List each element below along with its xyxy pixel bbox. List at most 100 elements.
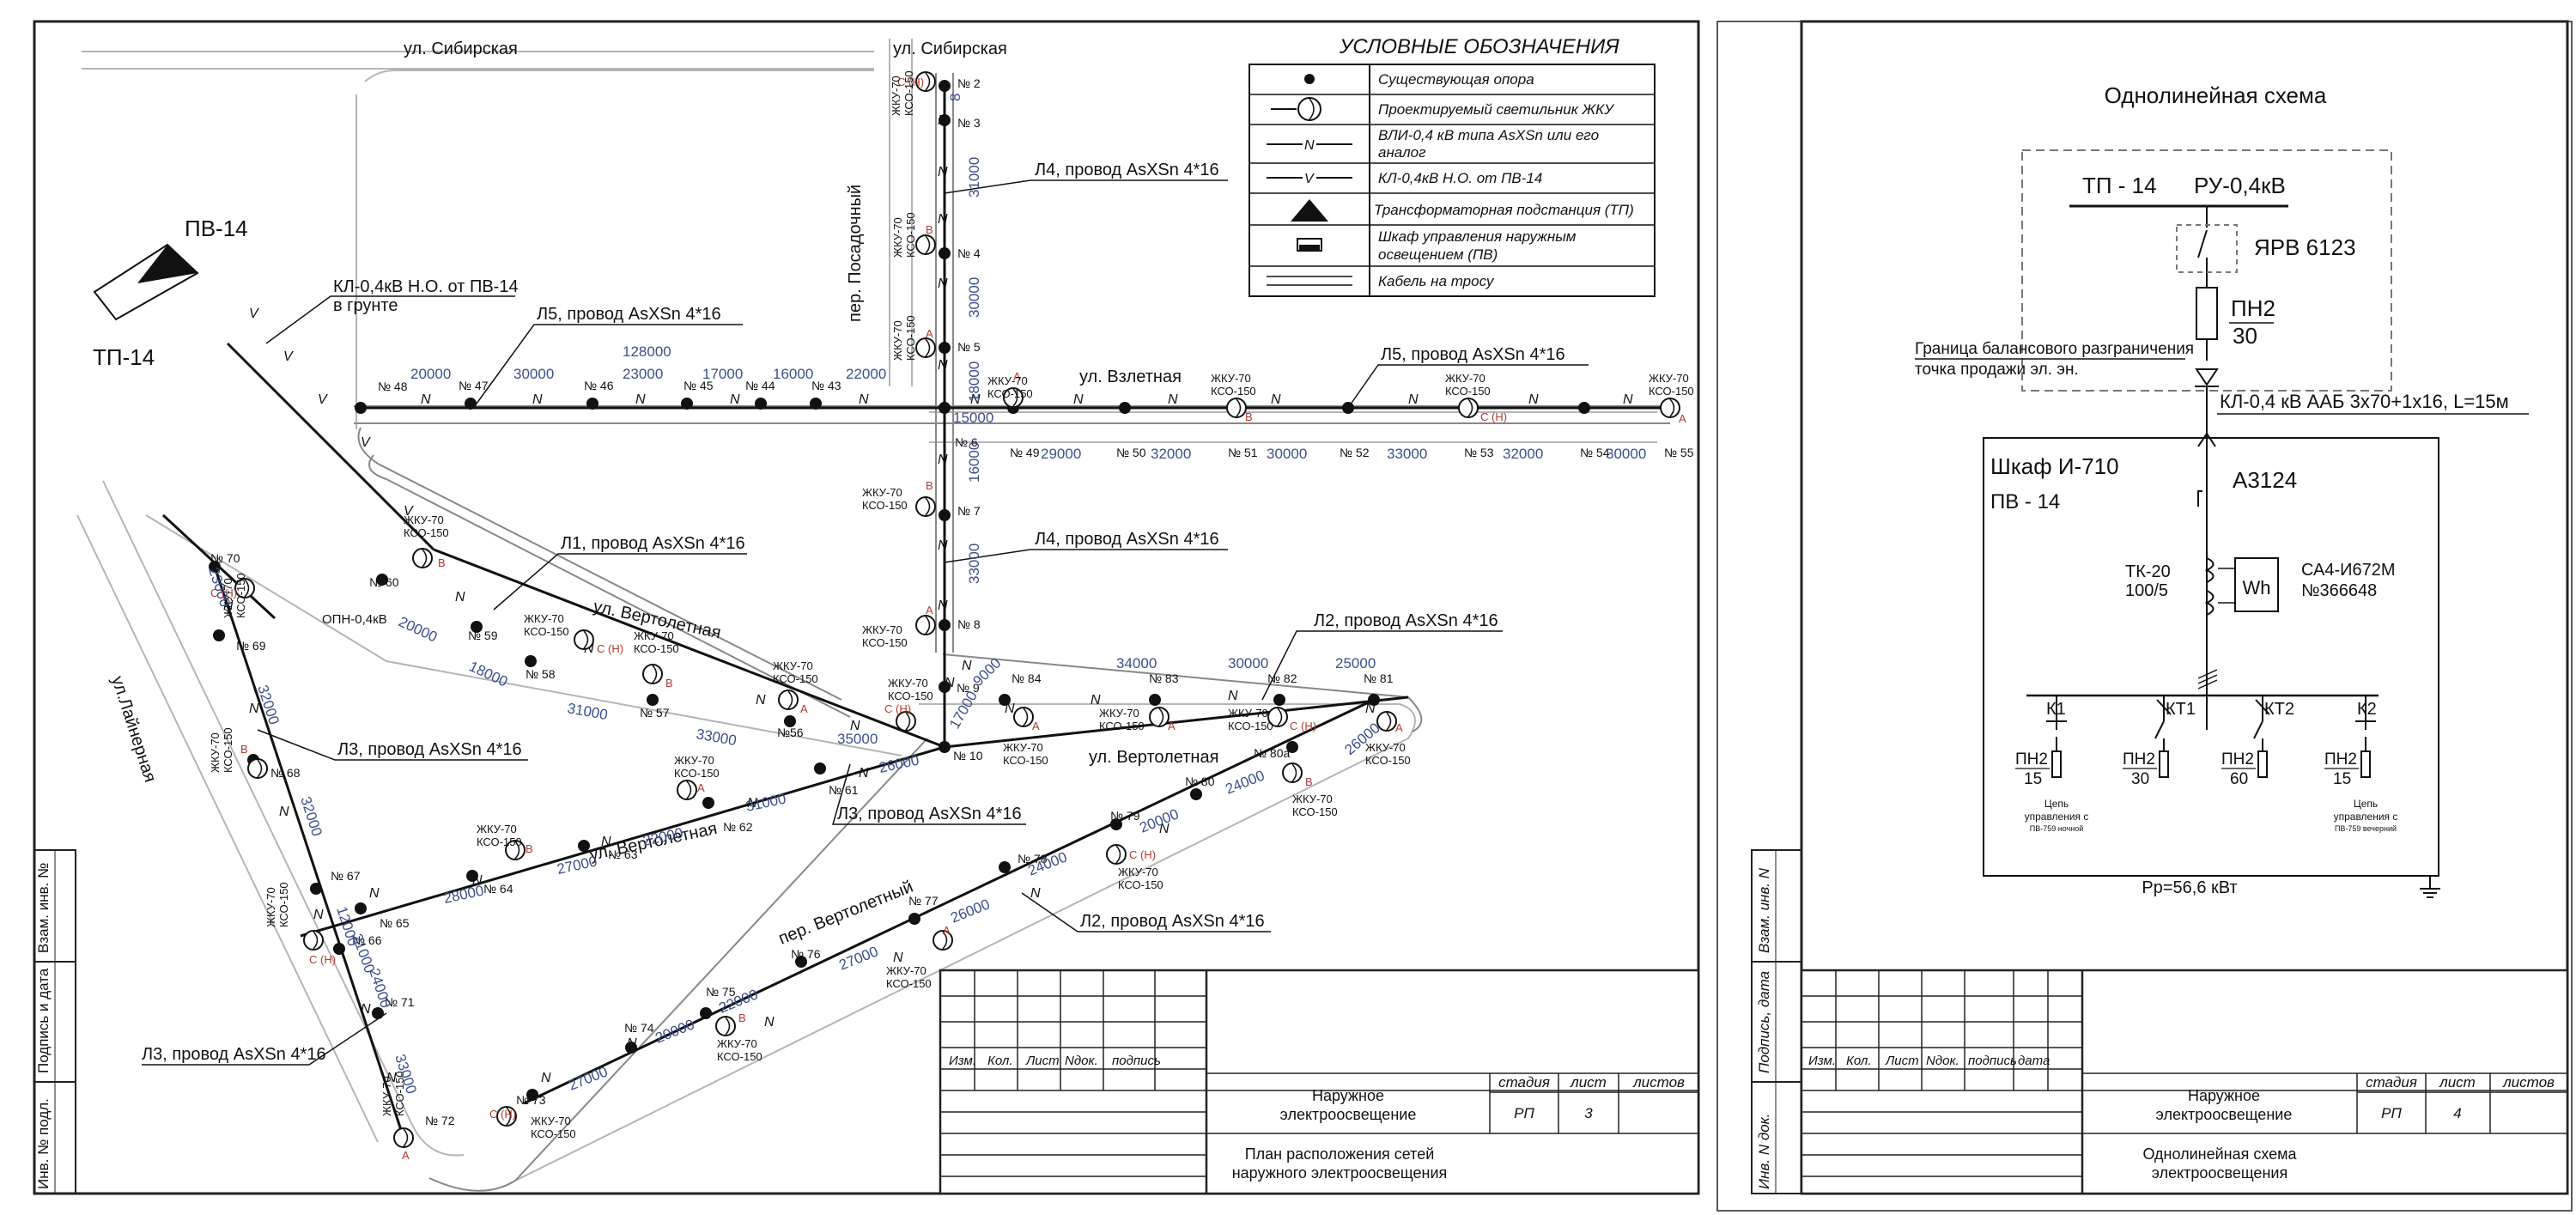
tb1-h-ndok: Nдок. (1065, 1054, 1098, 1068)
road-outlines (76, 39, 1657, 1186)
tb1-project2: электроосвещение (1280, 1106, 1417, 1123)
lamp-type-label: ЖКУ-70КСО-150 (209, 727, 234, 773)
legend-row-4: КЛ-0,4кВ Н.О. от ПВ-14 (1378, 170, 1542, 186)
lamp-phase: С (Н) (210, 586, 237, 599)
branch-name: КТ1 (2166, 700, 2196, 719)
svg-text:N: N (361, 1002, 371, 1017)
tb2-stage: РП (2381, 1105, 2402, 1121)
yarv-switch-icon (2197, 229, 2208, 270)
lamp-phase: А (926, 604, 933, 617)
tb1-project1: Наружное (1312, 1087, 1384, 1104)
pole-marker (700, 1007, 712, 1019)
svg-text:N: N (1073, 392, 1084, 407)
lamp-type-label: ЖКУ-70КСО-150 (891, 315, 917, 361)
lamp-phase: С (Н) (597, 642, 623, 655)
pole-label: № 80а (1254, 746, 1290, 760)
svg-text:N: N (859, 392, 869, 407)
street-lainernaya: ул.Лайнерная (107, 674, 160, 785)
pole-marker (939, 342, 951, 354)
yarv-dashed-box (2176, 224, 2238, 273)
lamp-phase: В (926, 223, 933, 236)
legend-title: УСЛОВНЫЕ ОБОЗНАЧЕНИЯ (1339, 35, 1619, 58)
pole-marker (372, 1007, 384, 1019)
pole-label: № 83 (1149, 671, 1179, 685)
svg-text:N: N (601, 835, 611, 849)
span-length-label: 30000 (1606, 446, 1646, 462)
svg-text:N: N (369, 886, 380, 901)
callout-l4-top: Л4, провод AsXSn 4*16 (1035, 161, 1219, 179)
pole-marker (209, 561, 221, 573)
lamp-phase: А (402, 1149, 410, 1162)
fuse-icon (2360, 750, 2371, 778)
fuse-pn2-top-icon (2196, 287, 2218, 340)
pole-marker (466, 870, 478, 882)
svg-text:N: N (1168, 392, 1178, 407)
lamp-icon (778, 690, 799, 710)
pole-label: № 55 (1664, 446, 1694, 459)
branch-fuse: ПН2 (2015, 750, 2048, 768)
svg-text:V: V (318, 392, 328, 407)
lamp-type-label: ЖКУ-70КСО-150 (222, 573, 247, 618)
tb1-name2: наружного электроосвещения (1232, 1164, 1448, 1182)
pole-marker (810, 398, 822, 410)
lamp-phase: А (943, 924, 951, 937)
span-length-label: 17000 (946, 689, 981, 732)
legend-row-5: Трансформаторная подстанция (ТП) (1374, 202, 1634, 218)
pole-marker (578, 840, 590, 852)
pole-marker (939, 114, 951, 126)
legend-vli-icon: N (1267, 136, 1352, 153)
transformer-substation-icon (93, 243, 199, 321)
pv14-label: ПВ-14 (185, 216, 248, 241)
callout-l5-right: Л5, провод AsXSn 4*16 (1381, 345, 1565, 364)
span-length-label: 26000 (948, 896, 992, 926)
pole-label: № 61 (829, 783, 859, 797)
svg-text:N: N (938, 453, 948, 467)
tb2-h-date: дата (2018, 1054, 2050, 1068)
cabinet-box (1983, 437, 2439, 877)
pole-label: № 68 (270, 766, 301, 780)
svg-text:N: N (1159, 822, 1170, 836)
lamp-phase: А (926, 327, 933, 340)
pole-marker (647, 694, 659, 706)
span-length-label: 128000 (623, 343, 671, 360)
legend-tp-icon (1291, 199, 1328, 222)
svg-text:N: N (1408, 392, 1419, 407)
sheet-2: Взам. инв. N Подпись, дата Инв. N док. О… (1716, 20, 2573, 1212)
legend-lamp-icon (1271, 97, 1321, 121)
lamp-icon (915, 234, 936, 255)
legend-row-3: ВЛИ-0,4 кВ типа AsXSn или его (1378, 127, 1599, 143)
pole-label: № 3 (957, 116, 981, 130)
pole-marker (376, 574, 388, 586)
lamp-icon (1376, 711, 1397, 732)
span-length-label: 29000 (1041, 446, 1081, 462)
pole-marker (1149, 694, 1161, 706)
side-stamp-2-c: Инв. N док. (1756, 1114, 1772, 1189)
street-sibirskaya-right: ул. Сибирская (893, 39, 1007, 58)
legend-pole-icon (1304, 74, 1315, 84)
callouts: Л5, провод AsXSn 4*16 Л5, провод AsXSn 4… (142, 161, 1565, 1064)
pole-marker (908, 913, 920, 925)
lamp-phase: В (240, 743, 248, 756)
street-sibirskaya-top: ул. Сибирская (404, 39, 518, 58)
legend-rope-cable-icon (1267, 276, 1352, 286)
svg-text:N: N (541, 1071, 551, 1085)
lamp-phase: С (Н) (489, 1108, 516, 1121)
pole-marker (355, 902, 367, 914)
legend-row-3b: аналог (1378, 144, 1426, 161)
lamp-icon (915, 615, 936, 635)
lamp-phase: В (665, 677, 673, 690)
span-length-label: 18000 (466, 658, 510, 690)
span-length-label: 30000 (1228, 655, 1268, 671)
side-stamp-2-a: Взам. инв. N (1756, 867, 1772, 953)
pole-marker (465, 398, 477, 410)
lamp-icon (1003, 387, 1024, 408)
pole-label: № 49 (1010, 446, 1040, 459)
pole-marker (213, 629, 225, 641)
